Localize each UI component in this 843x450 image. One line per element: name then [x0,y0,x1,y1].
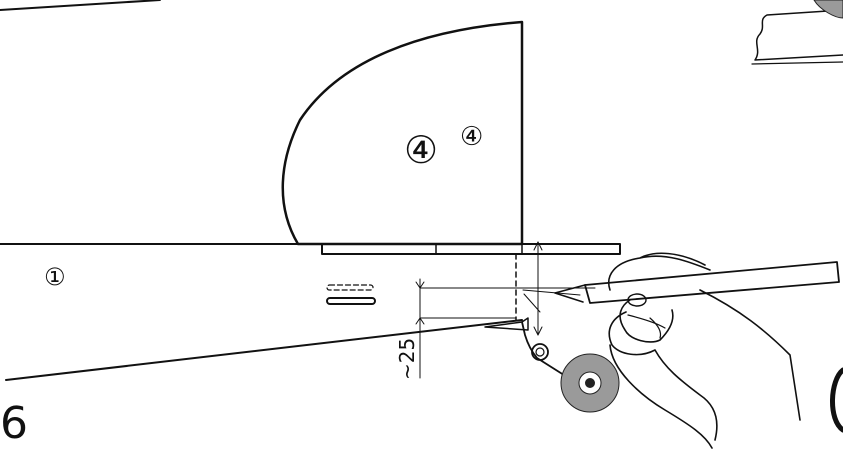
next-step-number-partial [830,367,843,433]
height-arrow-head [533,241,543,251]
control-horn [484,317,529,331]
dimension-label: ~25 [395,338,419,380]
wire-loop-inner [535,347,545,357]
slot-hidden [326,284,374,291]
fin-part-label-small: ④ [460,122,483,152]
dimension-arrow [415,317,425,325]
fuselage-part-label: ① [44,263,66,291]
tape-roll-icon [560,353,620,413]
pushrod-wire [521,321,576,383]
cut-line [522,289,581,296]
height-arrow-head [533,326,543,336]
fin-part-label: ④ [404,128,438,172]
hand-knife-icon [554,252,840,449]
fuselage-bottom-edge [5,319,523,381]
vertical-fin [281,20,524,246]
wire-loop [531,343,549,361]
tape-strip-detail [751,0,843,65]
slot-cutout [326,297,376,305]
step-number: 6 [0,398,28,449]
fuselage-top-edge [0,0,161,11]
stabilizer-strip [321,243,621,255]
dimension-arrow [415,281,425,289]
cut-line [523,293,541,313]
